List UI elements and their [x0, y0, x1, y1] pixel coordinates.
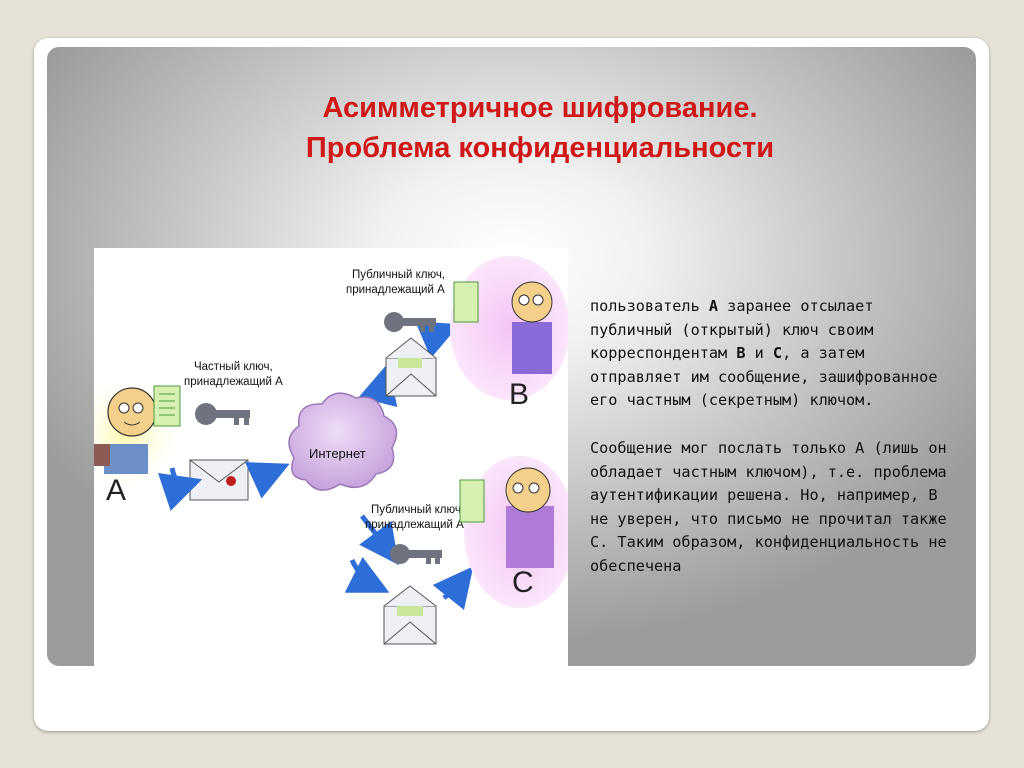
arrow-icon [344, 556, 390, 593]
sealed-envelope-icon [189, 459, 249, 501]
document-icon [459, 479, 485, 523]
arrow-icon [432, 566, 474, 611]
title-line-1: Асимметричное шифрование. [322, 92, 758, 124]
p1-run: А [708, 297, 719, 315]
open-envelope-b-icon [385, 337, 437, 397]
user-b-body [512, 322, 552, 374]
p2-run: Сообщение мог послать только А (лишь он … [590, 438, 947, 575]
encryption-diagram: A Частный ключ, принадлежащий А Интернет… [64, 248, 576, 666]
user-a-body [104, 444, 148, 474]
title-line-2: Проблема конфиденциальности [305, 132, 775, 164]
body-paragraph-2: Сообщение мог послать только А (лишь он … [590, 437, 950, 579]
p1-run: пользователь [590, 297, 709, 315]
private-key-label-2: принадлежащий А [184, 376, 283, 388]
document-icon [153, 385, 181, 427]
p1-run: заранее отсылает публичный (открытый) кл… [590, 297, 874, 363]
user-b-letter: B [509, 378, 529, 411]
internet-cloud-icon: Интернет [288, 392, 398, 491]
phone-icon [94, 444, 110, 466]
p1-run: , а затем отправляет им сообщение, зашиф… [590, 344, 938, 410]
document-icon [453, 281, 479, 323]
user-c-body [506, 506, 554, 568]
public-key-b-icon [384, 312, 436, 332]
p1-run: В [736, 344, 746, 363]
private-key-label-1: Частный ключ, [194, 361, 273, 373]
user-c: C [459, 456, 576, 608]
slide-body-text: пользователь А заранее отсылает публичны… [590, 295, 950, 603]
arrow-icon [415, 321, 460, 359]
internet-label: Интернет [309, 446, 366, 461]
public-key-c-label-2: принадлежащий А [365, 519, 464, 531]
public-key-b-label-2: принадлежащий А [346, 284, 445, 296]
p1-run: и [745, 344, 773, 363]
arrow-icon [359, 514, 399, 566]
user-b: B [450, 256, 570, 411]
user-a-face [107, 387, 157, 437]
slide-title: Асимметричное шифрование. Проблема конфи… [140, 88, 940, 168]
arrow-icon [244, 462, 290, 499]
user-c-letter: C [512, 566, 534, 599]
private-key-icon [195, 403, 250, 425]
public-key-b-label-1: Публичный ключ, [352, 269, 445, 281]
public-key-c-icon [390, 544, 442, 564]
open-envelope-c-icon [383, 585, 437, 645]
p1-run: С [772, 344, 783, 363]
public-key-c-label-1: Публичный ключ, [371, 504, 464, 516]
body-paragraph-1: пользователь А заранее отсылает публичны… [590, 295, 950, 413]
arrow-icon [157, 467, 203, 511]
user-a-letter: A [106, 474, 126, 507]
